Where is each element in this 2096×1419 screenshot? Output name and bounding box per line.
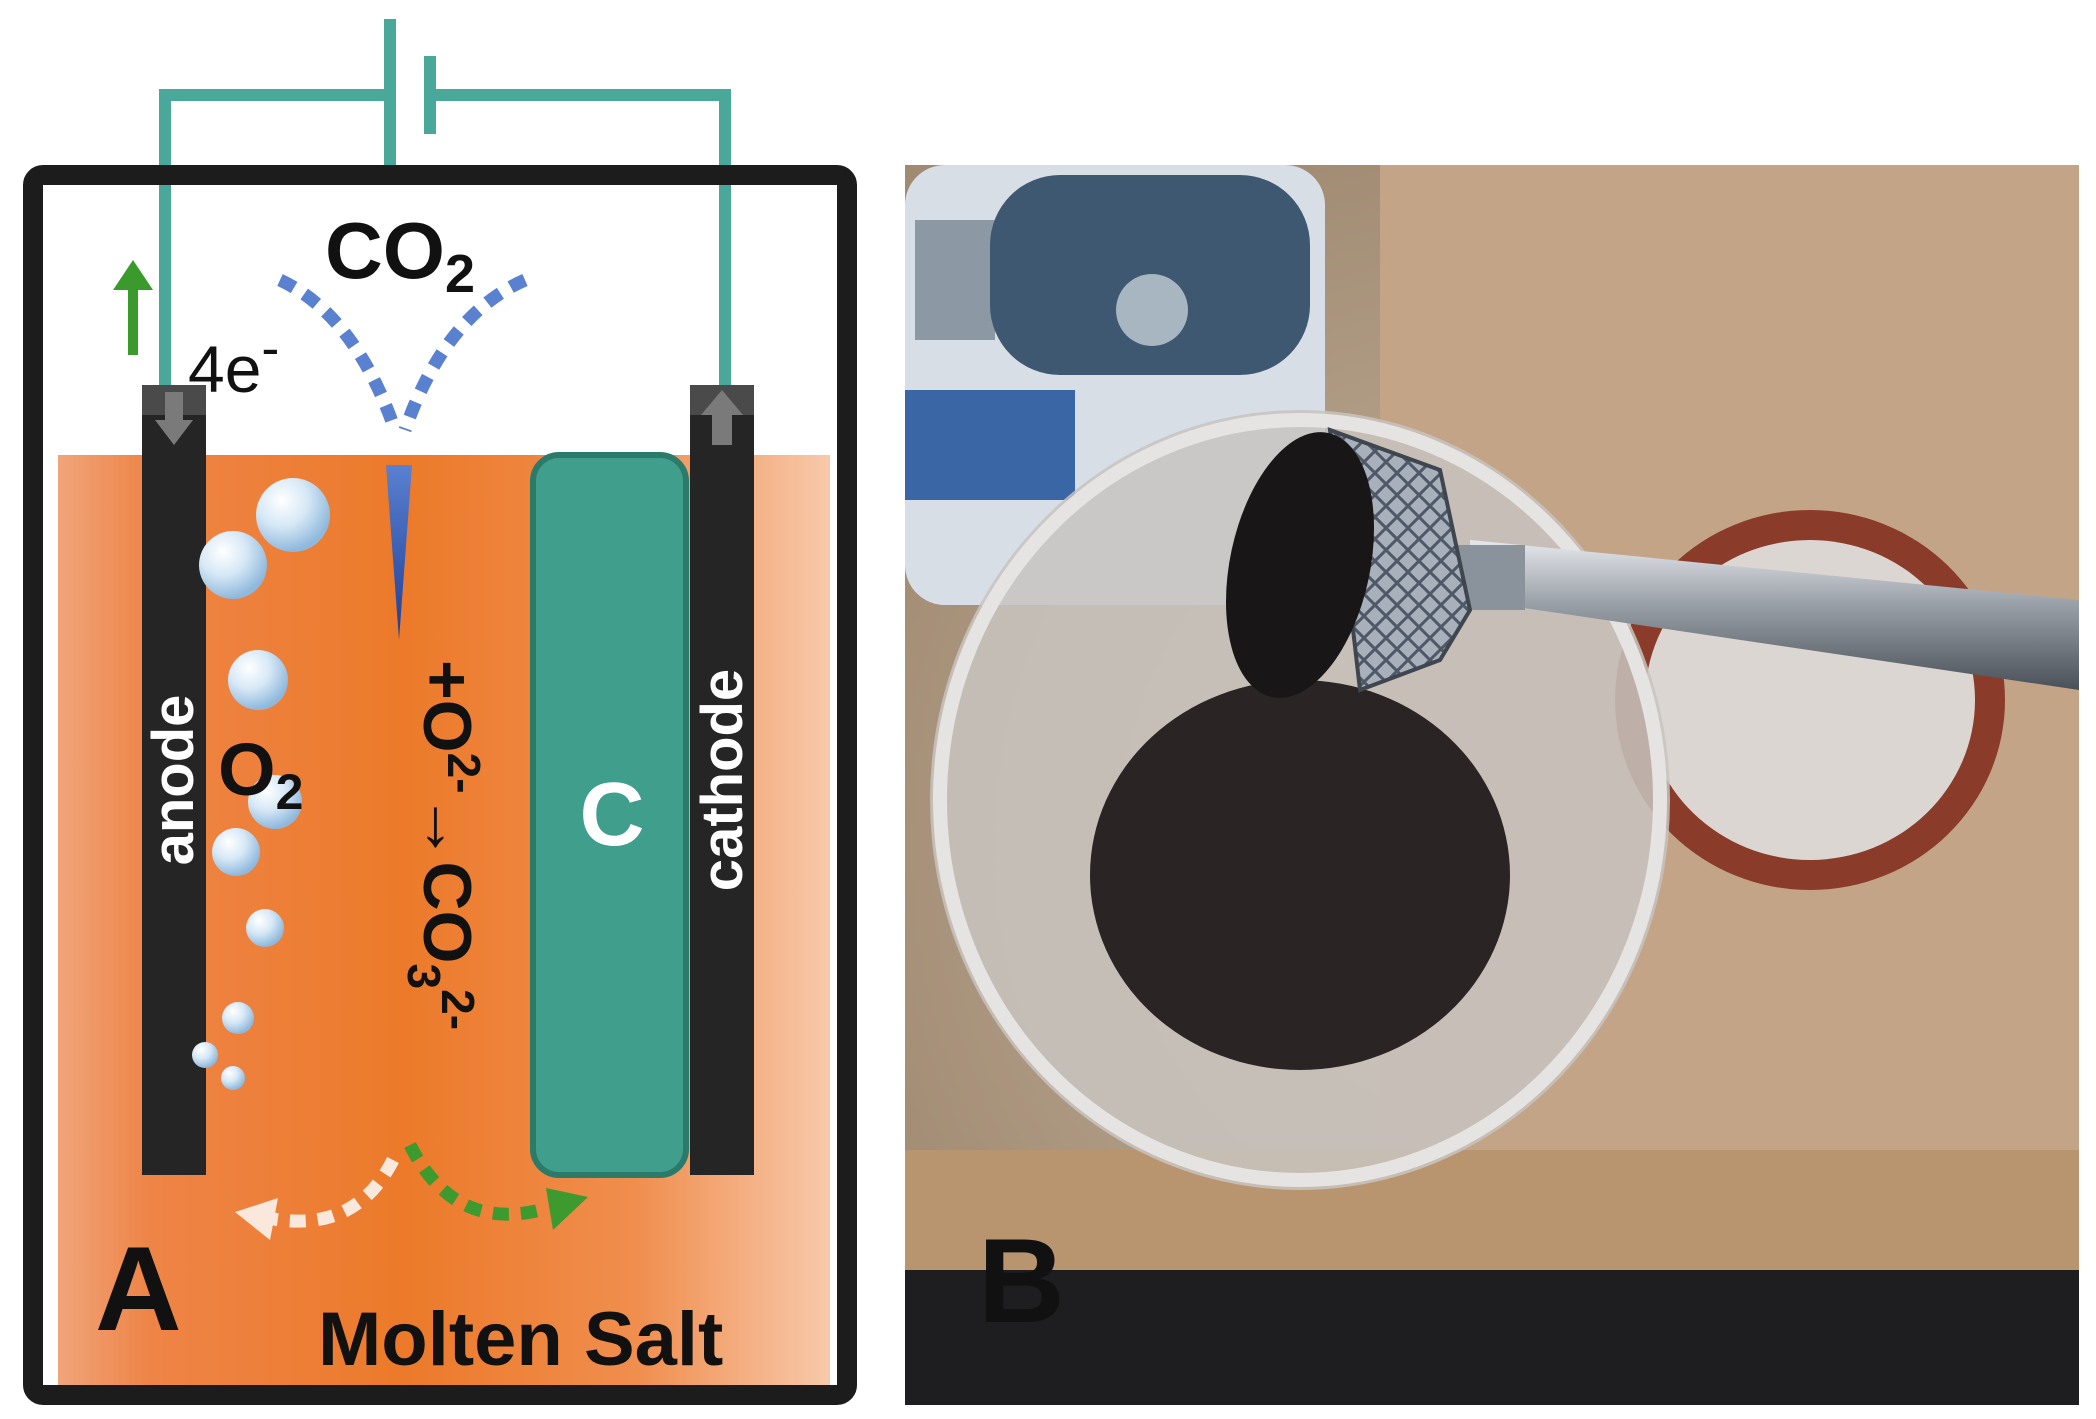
bubble	[228, 650, 288, 710]
cathode-up-arrow-icon	[701, 390, 743, 445]
carbon-deposit	[530, 452, 689, 1178]
carbon-sample-on-holder	[1225, 432, 1375, 698]
bubble	[246, 909, 284, 947]
co2-inflow-paths	[277, 274, 528, 433]
cathode-label: cathode	[690, 669, 755, 891]
electrons-label: 4e-	[188, 318, 279, 406]
electron-flow-arrow-icon	[113, 260, 153, 355]
oxygen-bubbles	[192, 478, 330, 1090]
white-return-arrow-icon	[235, 1198, 278, 1240]
bubble	[221, 1066, 245, 1090]
cell-container	[23, 165, 857, 1405]
cathode-electrode	[690, 385, 754, 1175]
co2-down-arrow-icon	[386, 465, 412, 640]
green-product-arrow-icon	[546, 1188, 588, 1230]
green-product-path	[404, 1142, 550, 1221]
bubble	[248, 775, 302, 829]
holder-rod	[1470, 540, 2079, 690]
reaction-equation: +O2-→CO32-	[398, 660, 490, 1030]
dark-bench	[905, 1270, 2079, 1405]
scale-blue-panel	[905, 390, 1075, 500]
co2-label: CO2	[325, 206, 475, 304]
bubble	[212, 828, 260, 876]
glass-jar-rim	[933, 413, 1667, 1187]
anode-electrode	[142, 385, 206, 1175]
carbon-sample-photo: B	[905, 165, 2079, 1405]
anode-label: anode	[141, 695, 206, 866]
reaction-text: +O2-→CO32-	[398, 660, 490, 1030]
bubble	[256, 478, 330, 552]
panel-a-letter: A	[95, 1222, 182, 1356]
oxygen-label: O2	[218, 728, 303, 820]
electrolyte-label: Molten Salt	[318, 1297, 723, 1382]
bubble	[222, 1002, 254, 1034]
bubble	[192, 1042, 218, 1068]
panel-b-letter: B	[978, 1214, 1065, 1348]
electrolysis-cell-diagram: CO2 4e- anode cathode O2 +O2-→CO32- C A …	[23, 19, 857, 1405]
carbon-powder-in-jar	[1090, 680, 1510, 1070]
anode-down-arrow-icon	[155, 392, 193, 445]
power-circuit	[159, 19, 731, 391]
wooden-board-edge	[905, 1150, 2079, 1290]
scale-display	[915, 220, 995, 340]
cathode-wire	[424, 89, 731, 391]
scale-button	[1116, 274, 1188, 346]
carbon-label: C	[580, 765, 645, 865]
anode-wire	[159, 89, 396, 391]
carbonate-return-paths	[266, 1142, 550, 1228]
bubble	[199, 531, 267, 599]
